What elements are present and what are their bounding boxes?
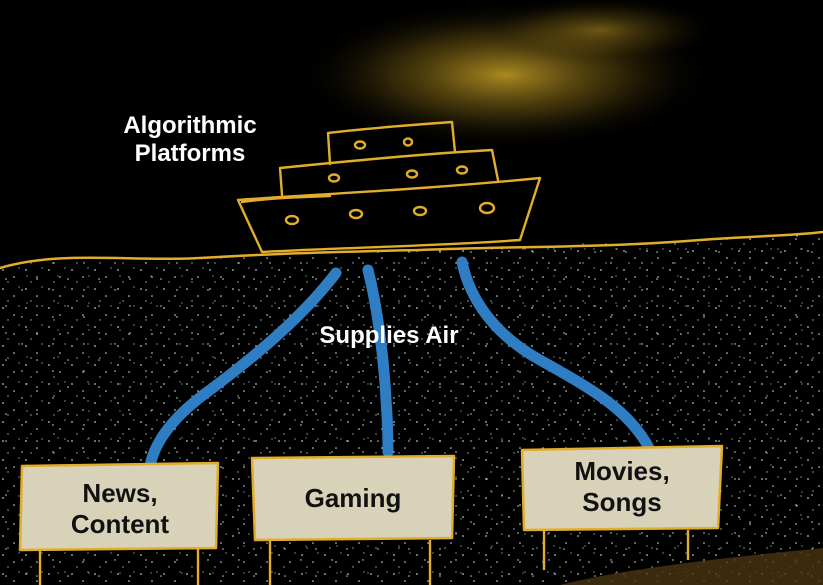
- air-hoses: [144, 256, 656, 472]
- hose-news: [144, 267, 342, 472]
- sign-movies-label: Movies, Songs: [574, 456, 670, 517]
- ship-drawing: [236, 120, 542, 254]
- sign-news-label: News, Content: [70, 478, 170, 539]
- ground: [560, 548, 823, 585]
- algorithmic-platforms-label: Algorithmic Platforms: [123, 112, 257, 167]
- sign-news-board: [18, 461, 220, 552]
- sign-gaming-label: Gaming: [304, 483, 402, 513]
- supplies-air-label: Supplies Air: [319, 322, 459, 349]
- sign-movies-board: [520, 444, 724, 532]
- hose-gaming: [362, 264, 394, 458]
- hose-movies: [456, 256, 656, 456]
- waterline: [0, 230, 823, 270]
- sign-gaming-board: [250, 454, 456, 542]
- sign-boards: [18, 444, 724, 552]
- sign-posts: [38, 530, 690, 585]
